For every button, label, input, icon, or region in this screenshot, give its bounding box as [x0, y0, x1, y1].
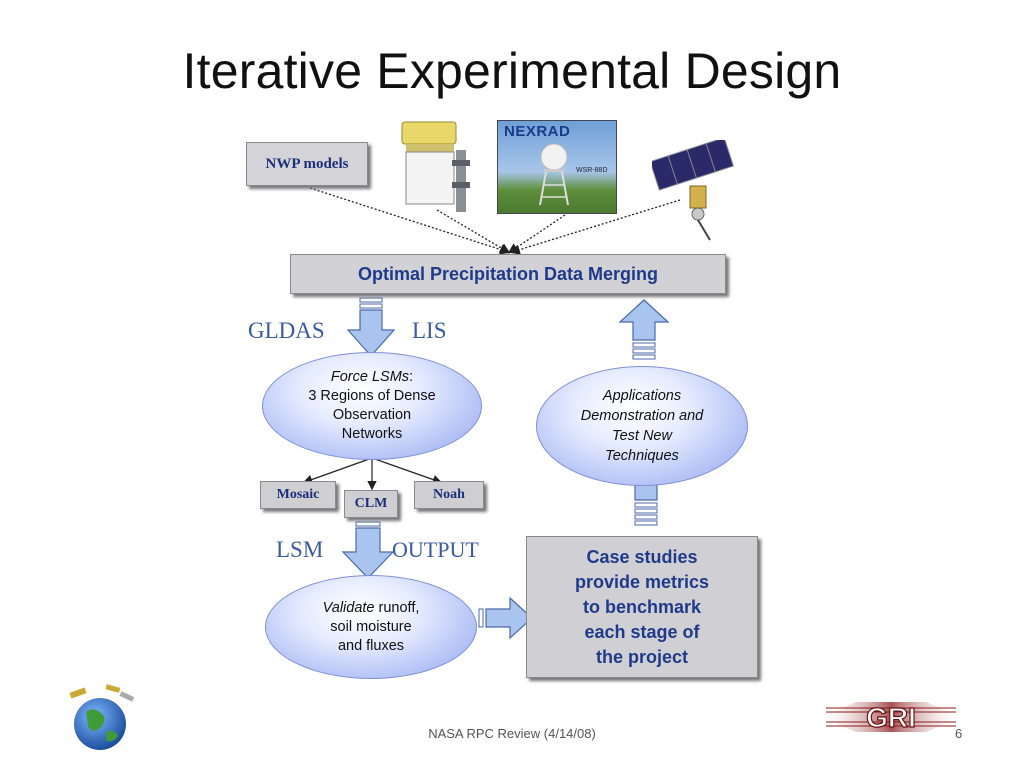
satellite-icon	[652, 140, 735, 241]
force-lsms-ellipse: Force LSMs: 3 Regions of Dense Observati…	[262, 352, 482, 460]
model-label-noah: Noah	[433, 487, 465, 502]
down-arrow-lsm	[341, 521, 395, 579]
gri-logo: GRI	[818, 701, 964, 734]
apps-line-3: Test New	[612, 428, 672, 444]
model-label-clm: CLM	[354, 496, 388, 511]
model-box-noah: Noah	[414, 481, 484, 509]
force-lsms-line3: Observation	[332, 407, 412, 423]
nexrad-radar-photo: NEXRAD WSR-88D	[497, 120, 617, 214]
nwp-models-box: NWP models	[246, 142, 368, 186]
branch-line-noah	[371, 457, 443, 485]
case-line-4: each stage of	[584, 621, 700, 642]
up-arrow-merging	[618, 299, 670, 360]
right-arrow-case	[478, 596, 533, 640]
validate-line1-rest: runoff,	[374, 599, 420, 616]
apps-line-4: Techniques	[605, 448, 679, 464]
data-merging-box: Optimal Precipitation Data Merging	[290, 254, 726, 294]
model-box-mosaic: Mosaic	[260, 481, 336, 509]
slide-title: Iterative Experimental Design	[182, 43, 842, 99]
slide-footer: NASA RPC Review (4/14/08)	[428, 726, 596, 741]
case-line-1: Case studies	[586, 546, 698, 567]
down-arrow-gldas	[346, 297, 396, 357]
data-merging-label: Optimal Precipitation Data Merging	[357, 263, 659, 284]
apps-line-1: Applications	[602, 388, 682, 404]
gri-logo-text: GRI	[866, 702, 916, 733]
force-lsms-italic: Force LSMs	[330, 369, 410, 385]
validate-line1: Validate runoff,	[323, 599, 420, 618]
gldas-label: GLDAS	[248, 318, 325, 343]
model-box-clm: CLM	[344, 490, 398, 518]
force-lsms-line4: Networks	[341, 426, 403, 442]
radar-caption: WSR-88D	[576, 167, 608, 174]
apps-line-2: Demonstration and	[580, 408, 704, 424]
dotted-line-radar	[507, 214, 566, 254]
dotted-line-satellite	[509, 199, 681, 255]
radar-dome-icon	[539, 143, 569, 205]
validate-italic: Validate	[322, 599, 375, 616]
validate-ellipse: Validate runoff, soil moisture and fluxe…	[265, 575, 477, 679]
dotted-line-nwp	[309, 187, 511, 255]
force-lsms-line2: 3 Regions of Dense	[308, 388, 436, 404]
case-line-5: the project	[595, 646, 688, 667]
case-line-2: provide metrics	[574, 571, 710, 592]
output-label: OUTPUT	[392, 537, 479, 562]
validate-line3: and fluxes	[337, 637, 405, 654]
applications-ellipse: Applications Demonstration and Test New …	[536, 366, 748, 486]
force-lsms-colon: :	[409, 369, 414, 385]
force-lsms-line1: Force LSMs:	[331, 368, 413, 387]
lis-label: LIS	[412, 318, 447, 343]
validate-line2: soil moisture	[330, 618, 412, 635]
lsm-label: LSM	[276, 537, 324, 562]
nexrad-label: NEXRAD	[504, 123, 571, 140]
dotted-line-gauge	[436, 209, 511, 254]
rain-gauge-icon	[401, 121, 470, 212]
globe-satellite-logo	[69, 684, 135, 750]
case-line-3: to benchmark	[582, 596, 702, 617]
branch-line-mosaic	[302, 457, 373, 485]
page-number: 6	[955, 726, 963, 741]
nwp-models-label: NWP models	[265, 155, 349, 172]
model-label-mosaic: Mosaic	[276, 487, 320, 502]
case-studies-box: Case studies provide metrics to benchmar…	[526, 536, 758, 678]
